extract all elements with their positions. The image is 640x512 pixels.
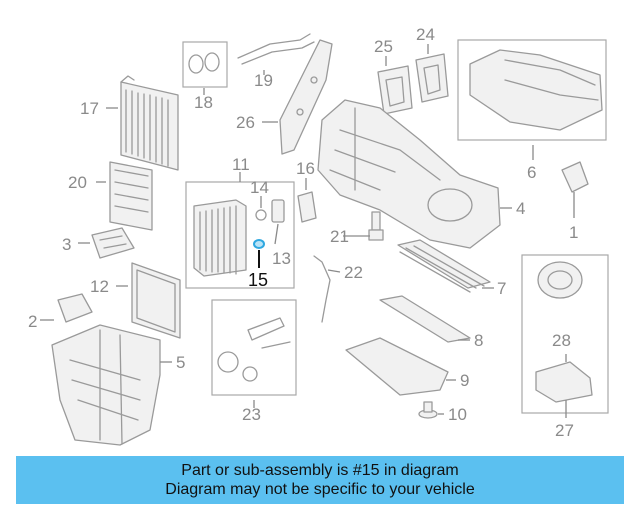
callout-2: 2 <box>28 312 37 331</box>
callout-5: 5 <box>176 353 185 372</box>
leader-lines <box>40 44 575 418</box>
callout-28: 28 <box>552 331 571 350</box>
callout-18: 18 <box>194 93 213 112</box>
oring-14 <box>255 209 267 221</box>
group-box-6 <box>457 39 607 141</box>
actuator-2 <box>57 293 93 323</box>
filter-frame-12 <box>131 262 181 339</box>
group-box-18 <box>182 41 228 88</box>
callout-7: 7 <box>497 279 506 298</box>
callout-17: 17 <box>80 99 99 118</box>
callout-20: 20 <box>68 173 87 192</box>
callout-16: 16 <box>296 159 315 178</box>
grommet-10 <box>418 401 438 419</box>
group-box-27 <box>521 254 609 414</box>
callout-24: 24 <box>416 25 435 44</box>
callout-9: 9 <box>460 371 469 390</box>
callout-15-highlighted: 15 <box>248 270 268 290</box>
callout-21: 21 <box>330 227 349 246</box>
evaporator-core-11 <box>193 199 247 277</box>
banner-line-1: Part or sub-assembly is #15 in diagram <box>181 462 459 479</box>
module-3 <box>91 227 135 259</box>
clip-16 <box>297 191 317 223</box>
callout-19: 19 <box>254 71 273 90</box>
callout-8: 8 <box>474 331 483 350</box>
banner-line-2: Diagram may not be specific to your vehi… <box>165 481 475 498</box>
resistor-28 <box>535 361 593 403</box>
blower-motor-27 <box>537 261 583 299</box>
callout-11: 11 <box>232 155 250 174</box>
gasket-24 <box>415 53 449 103</box>
callout-12: 12 <box>90 277 109 296</box>
info-banner: Part or sub-assembly is #15 in diagram D… <box>16 456 624 504</box>
valve-13 <box>271 199 285 223</box>
clips-18 <box>188 52 220 74</box>
bracket-26 <box>279 39 333 155</box>
heater-core-17 <box>120 75 179 171</box>
callout-26: 26 <box>236 113 255 132</box>
seal-15-highlighted <box>253 239 265 249</box>
housing-5 <box>51 324 161 446</box>
main-housing-4 <box>317 99 501 249</box>
callout-14: 14 <box>250 178 269 197</box>
sensor-1 <box>561 161 589 193</box>
callout-4: 4 <box>516 199 525 218</box>
seal-8 <box>379 295 471 343</box>
callout-23: 23 <box>242 405 261 424</box>
group-box-23 <box>211 299 297 396</box>
cabin-filter-7 <box>397 239 491 293</box>
evaporator-20 <box>109 161 153 231</box>
pipes-19 <box>237 33 315 65</box>
fittings-23 <box>217 317 291 382</box>
callout-13: 13 <box>272 249 291 268</box>
insulation-9 <box>345 337 449 396</box>
hose-22 <box>313 255 331 323</box>
callout-3: 3 <box>62 235 71 254</box>
callout-1: 1 <box>569 223 578 242</box>
parts-diagram: 1 2 3 4 5 6 7 8 9 10 11 12 13 14 15 16 1… <box>28 25 609 446</box>
callout-22: 22 <box>344 263 363 282</box>
callout-6: 6 <box>527 163 536 182</box>
callout-25: 25 <box>374 37 393 56</box>
callout-10: 10 <box>448 405 467 424</box>
callout-27: 27 <box>555 421 574 440</box>
blower-housing-6 <box>469 49 603 131</box>
sensor-21 <box>368 211 384 241</box>
gasket-25 <box>377 65 413 115</box>
